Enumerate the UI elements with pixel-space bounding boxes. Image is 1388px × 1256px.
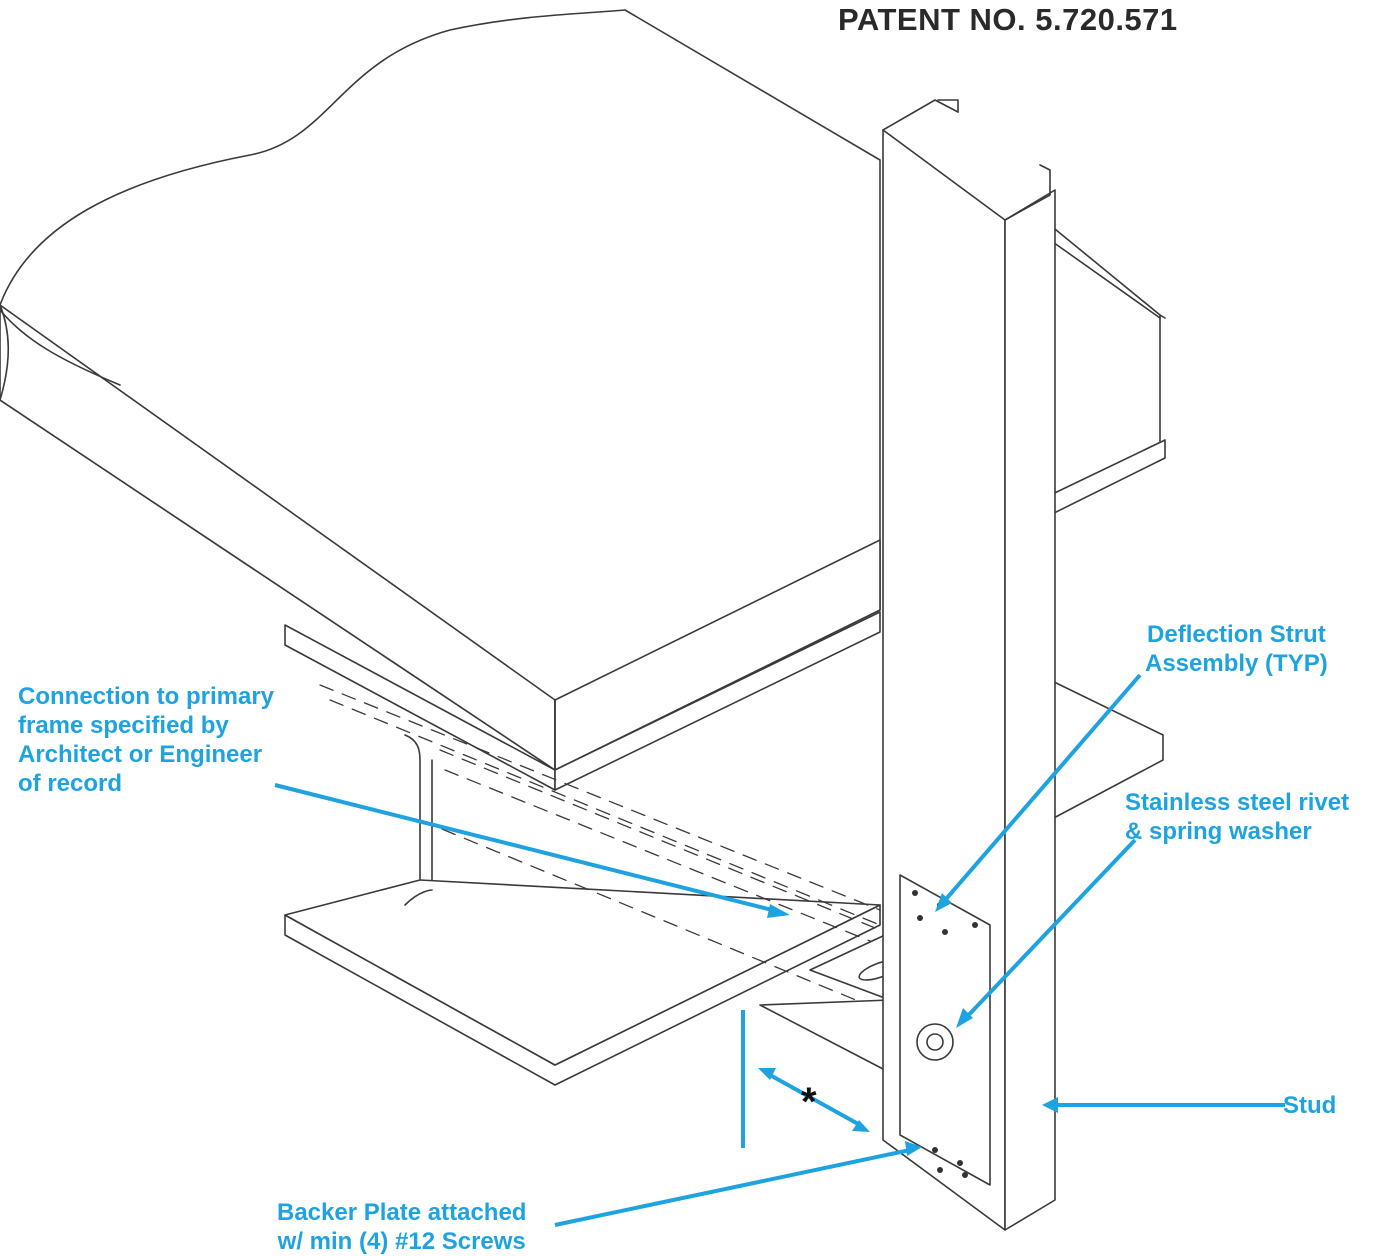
label-line: Backer Plate attached [277,1199,527,1226]
concrete-slab [0,9,881,771]
leader-lines [274,673,1285,1227]
patent-number: PATENT NO. 5.720.571 [838,2,1178,37]
rear-beam-box [1039,224,1166,521]
i-beam [284,734,881,1086]
label-rivet: Stainless steel rivet & spring washer [1125,788,1349,846]
label-line: w/ min (4) #12 Screws [277,1228,526,1255]
hidden-lines [319,684,881,1011]
label-backer-plate: Backer Plate attached w/ min (4) #12 Scr… [277,1198,526,1256]
label-connection: Connection to primary frame specified by… [18,682,274,798]
label-line: Stainless steel rivet [1125,789,1350,816]
label-stud: Stud [1283,1091,1336,1120]
label-line: Stud [1283,1092,1337,1119]
label-line: Deflection Strut [1147,621,1326,648]
label-deflection-strut: Deflection Strut Assembly (TYP) [1145,620,1328,678]
label-line: of record [18,770,123,797]
deflection-plate [899,874,991,1186]
label-line: Connection to primary [18,683,275,710]
dimension-asterisk: * [801,1080,817,1124]
label-line: Architect or Engineer [18,741,263,768]
label-line: & spring washer [1125,818,1312,845]
label-line: frame specified by [18,712,229,739]
slab-left-face [0,304,556,771]
label-line: Assembly (TYP) [1145,650,1328,677]
